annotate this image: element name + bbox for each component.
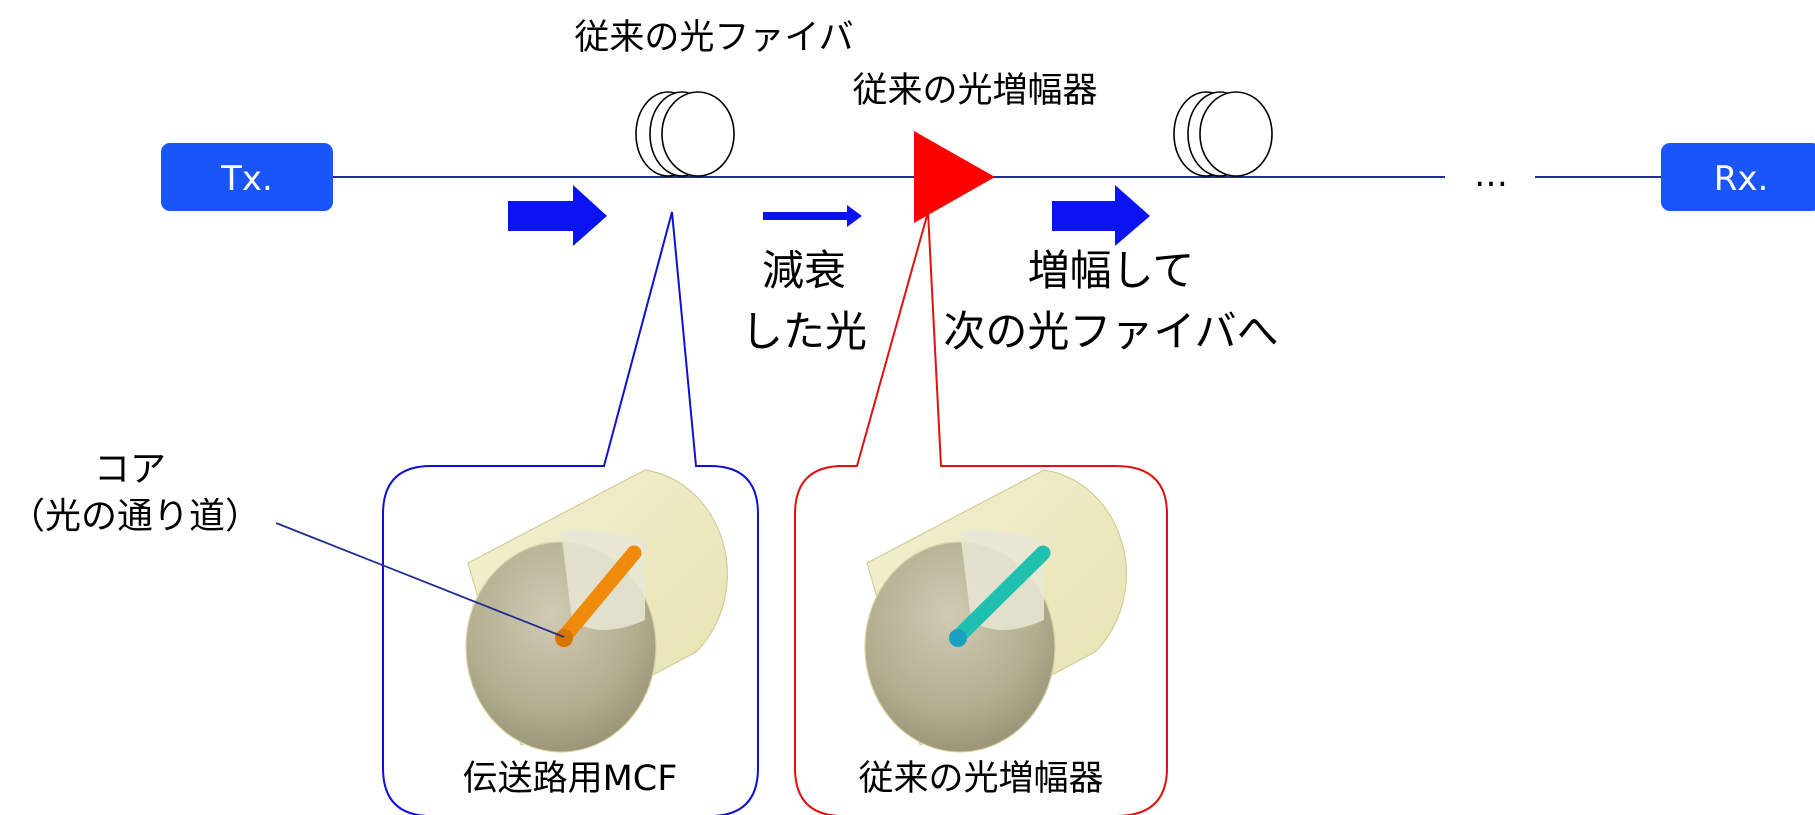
amp-caption: 従来の光増幅器 [858, 759, 1103, 799]
core-label-2: （光の通り道） [9, 496, 261, 537]
amplified-label-2: 次の光ファイバへ [943, 307, 1278, 356]
core-orange [556, 545, 642, 645]
fiber-cylinder-icon [864, 469, 1127, 753]
amplified-label-1: 増幅して [1028, 246, 1195, 295]
mcf-caption: 伝送路用MCF [463, 759, 678, 799]
ellipsis: … [1474, 155, 1508, 195]
tx-label: Tx. [220, 159, 273, 199]
core-teal [950, 545, 1051, 645]
rx-endpoint: Rx. [1661, 143, 1815, 211]
tx-endpoint: Tx. [161, 143, 333, 211]
arrow-right-icon [1052, 185, 1150, 246]
fiber-coil-icon [635, 91, 735, 177]
core-pointer-line [275, 522, 565, 638]
attenuated-label-2: した光 [741, 307, 867, 356]
amplifier-triangle-icon [914, 131, 995, 223]
fiber-coil-icon [1173, 91, 1273, 177]
arrow-right-icon [763, 205, 862, 227]
conventional-amplifier-label: 従来の光増幅器 [852, 71, 1097, 111]
arrow-right-icon [508, 185, 607, 246]
rx-label: Rx. [1714, 159, 1769, 199]
fiber-cylinder-icon [465, 469, 728, 753]
conventional-fiber-label: 従来の光ファイバ [574, 18, 853, 58]
attenuated-label-1: 減衰 [762, 246, 846, 295]
core-label-1: コア [94, 449, 166, 490]
